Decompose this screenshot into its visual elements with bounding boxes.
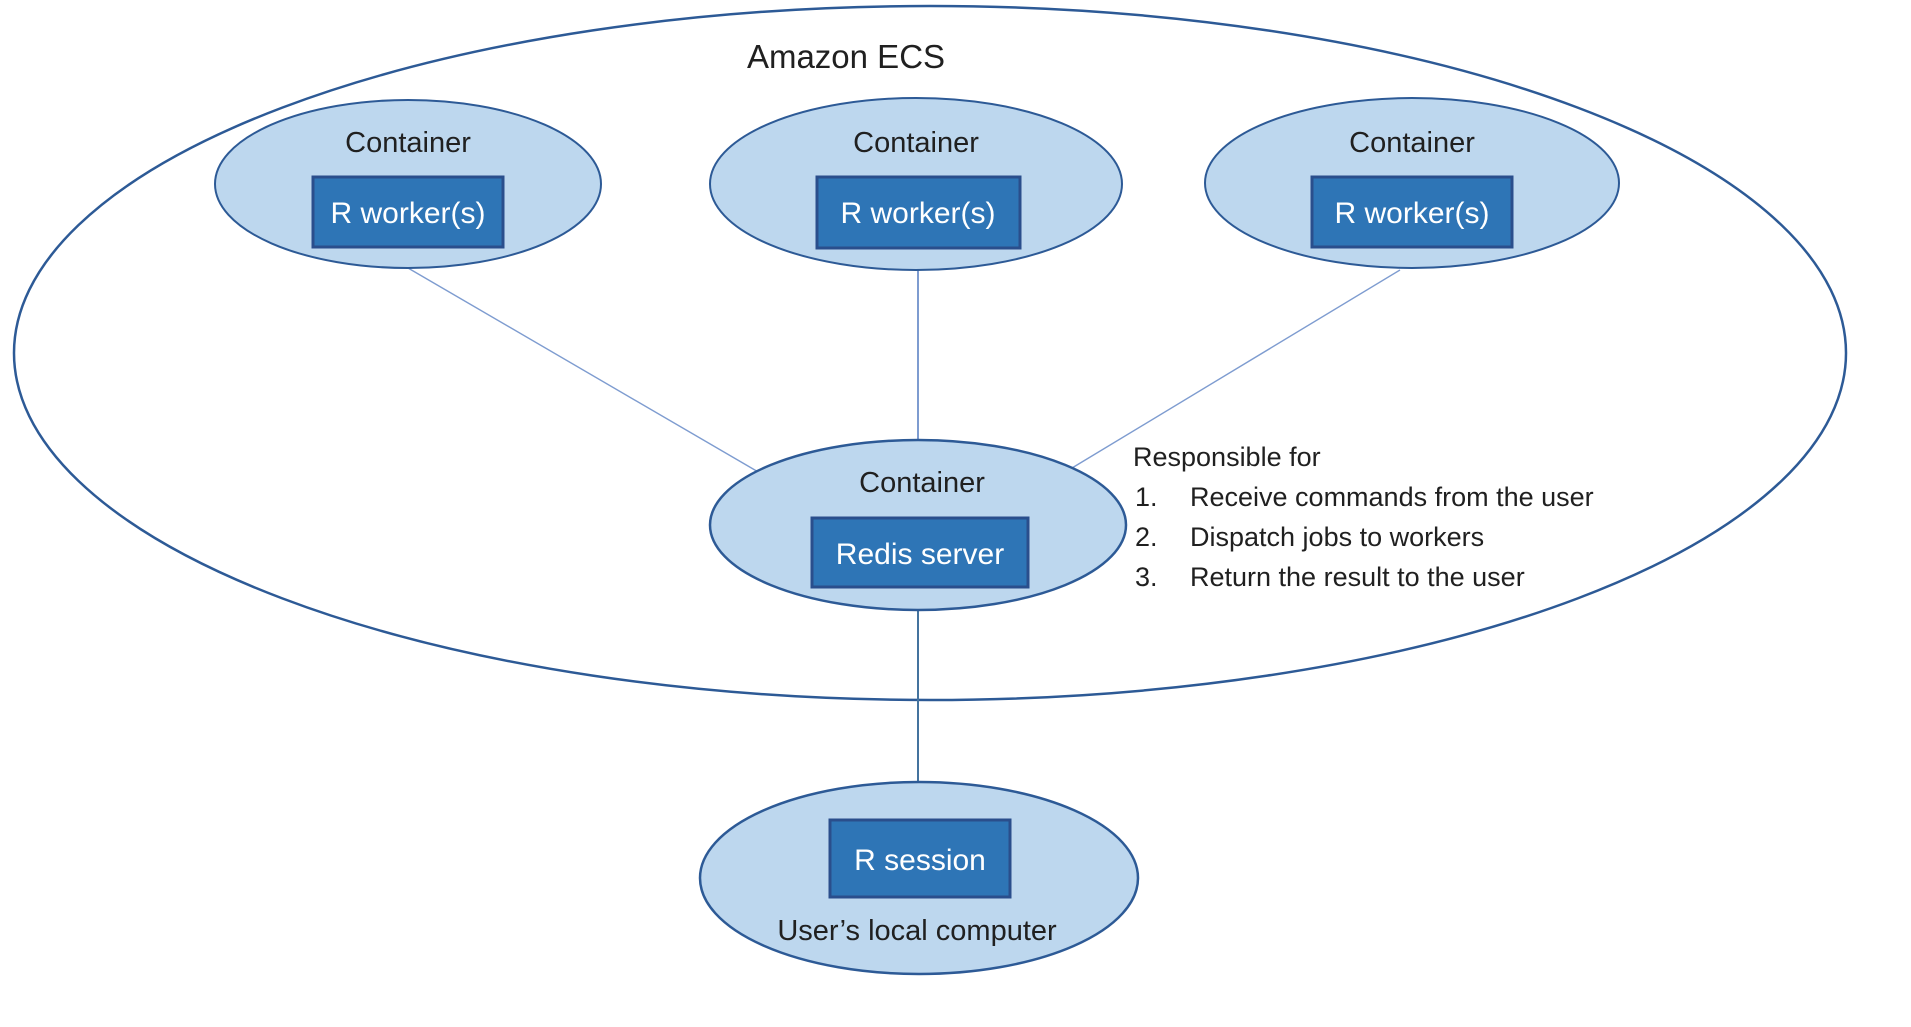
responsibility-item-text: Return the result to the user	[1190, 562, 1525, 592]
worker-container-3: Container R worker(s)	[1204, 97, 1620, 269]
connector-worker3-redis	[1071, 269, 1401, 469]
responsibility-item-number: 3.	[1135, 562, 1158, 592]
worker-box-label: R worker(s)	[841, 197, 996, 230]
r-session-box	[828, 818, 1012, 899]
responsibilities-heading: Responsible for	[1133, 442, 1321, 472]
connector-worker1-redis	[407, 267, 761, 474]
worker-box-label: R worker(s)	[331, 197, 486, 230]
responsibility-item-text: Receive commands from the user	[1190, 482, 1594, 512]
container-label: Container	[859, 467, 985, 499]
responsibility-item-number: 1.	[1135, 482, 1158, 512]
redis-box-label: Redis server	[836, 538, 1004, 571]
responsibilities-note: Responsible for 1. Receive commands from…	[1133, 442, 1594, 592]
redis-box	[810, 516, 1030, 589]
worker-box-label: R worker(s)	[1335, 197, 1490, 230]
container-label: Container	[1349, 127, 1475, 159]
worker-container-1: Container R worker(s)	[214, 99, 602, 269]
responsibility-item-number: 2.	[1135, 522, 1158, 552]
worker-box	[1310, 175, 1514, 249]
r-session-box-label: R session	[854, 844, 986, 877]
container-label: Container	[853, 127, 979, 159]
local-computer: R session User’s local computer	[698, 780, 1140, 976]
ecs-title: Amazon ECS	[747, 38, 945, 75]
redis-container: Container Redis server	[708, 438, 1128, 612]
responsibility-item-text: Dispatch jobs to workers	[1190, 522, 1484, 552]
worker-container-2: Container R worker(s)	[709, 97, 1123, 271]
local-computer-label: User’s local computer	[777, 915, 1057, 947]
container-label: Container	[345, 127, 471, 159]
worker-box	[311, 175, 505, 249]
worker-box	[815, 175, 1022, 250]
